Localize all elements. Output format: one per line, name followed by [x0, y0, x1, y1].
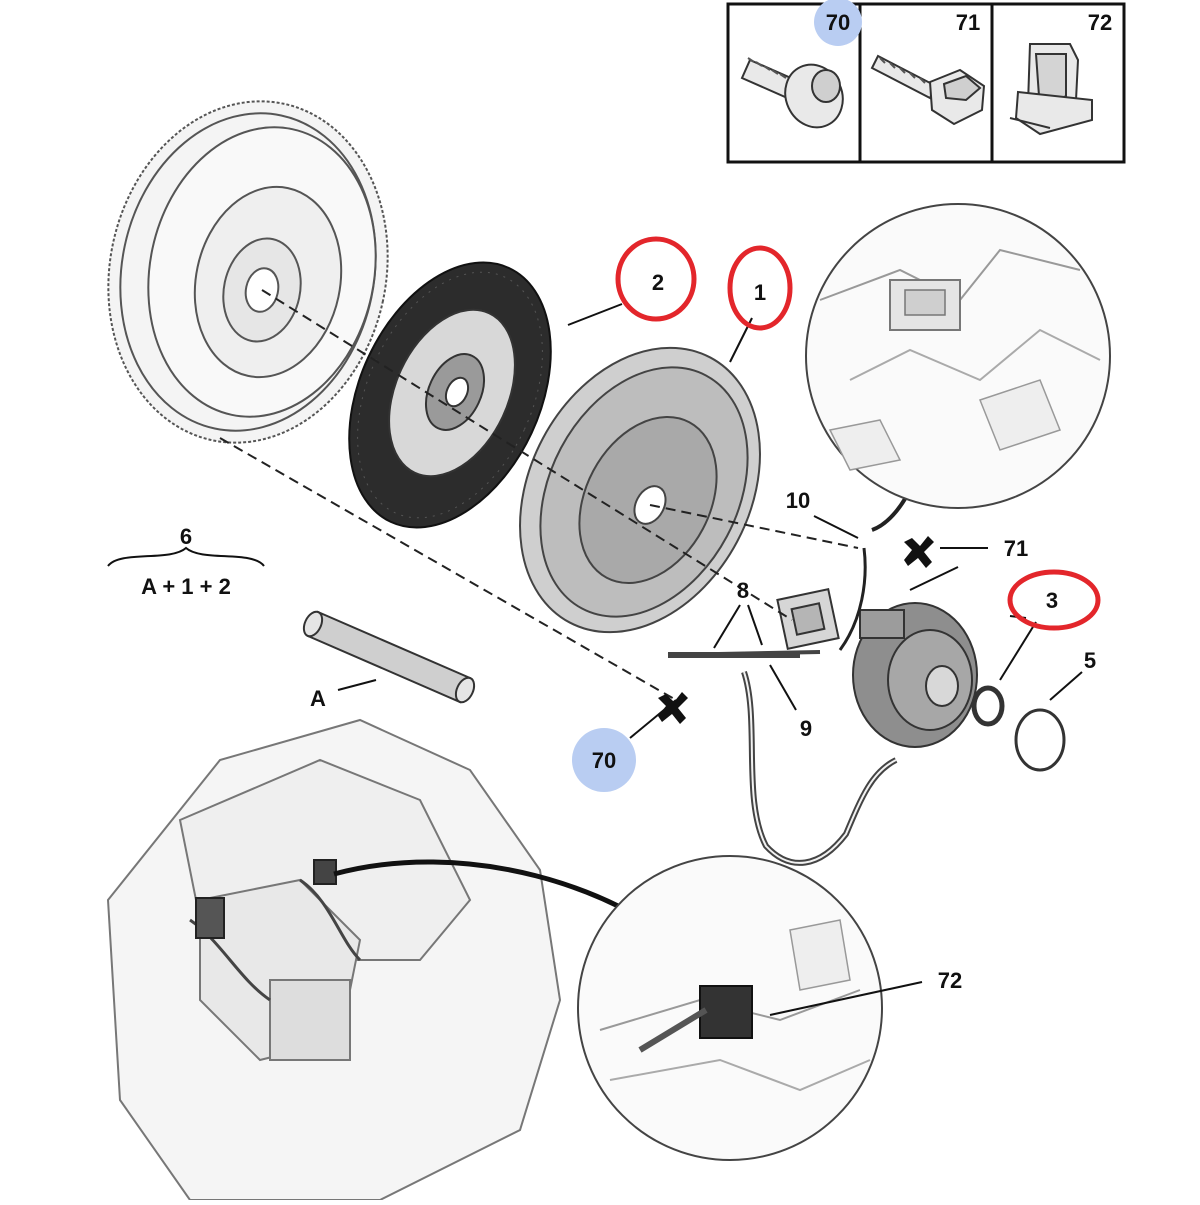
kit-number: 6 [180, 524, 192, 549]
clip-icon [1009, 43, 1093, 136]
callout-71: 71 [1004, 536, 1028, 561]
callout-1: 1 [754, 280, 766, 305]
kit-formula: 6 A + 1 + 2 [107, 524, 265, 599]
highlight-1 [727, 245, 793, 331]
flywheel [107, 100, 389, 444]
callout-8: 8 [737, 578, 749, 603]
legend-72-label: 72 [1088, 10, 1112, 35]
torx-bolt-icon [740, 57, 844, 129]
clutch-disc [348, 261, 552, 529]
detail-circle-bottom [577, 855, 883, 1161]
highlight-3 [1007, 569, 1101, 631]
input-shaft [302, 610, 476, 704]
clip-72-detail [699, 985, 753, 1039]
detail-circle-top [805, 203, 1111, 509]
callout-72: 72 [938, 968, 962, 993]
callout-A: A [310, 686, 326, 711]
legend-71-label: 71 [956, 10, 980, 35]
kit-formula-text: A + 1 + 2 [141, 574, 231, 599]
parts-legend-box: 70 71 72 [726, 0, 1126, 164]
callout-70-badge [572, 728, 636, 792]
slave-cylinder [852, 602, 978, 748]
mount-marker-70 [658, 692, 688, 724]
o-ring [1014, 708, 1066, 772]
sensor-wire [838, 547, 867, 651]
mount-marker-71 [904, 536, 934, 568]
gearbox [106, 718, 562, 1201]
mount-markers [658, 536, 934, 724]
dashed-leaders [219, 289, 859, 701]
callout-10: 10 [786, 488, 810, 513]
seal-ring [971, 685, 1005, 727]
highlight-circles [615, 236, 1101, 631]
callout-3: 3 [1046, 588, 1058, 613]
highlight-2 [615, 236, 697, 322]
hex-bolt-icon [870, 54, 986, 126]
kit-brace [107, 546, 265, 567]
legend-70-badge [814, 0, 862, 46]
sensor-bracket [776, 587, 840, 651]
callout-5: 5 [1084, 648, 1096, 673]
callout-9: 9 [800, 716, 812, 741]
callout-2: 2 [652, 270, 664, 295]
callout-70: 70 [592, 748, 616, 773]
legend-70-label: 70 [826, 10, 850, 35]
pressure-plate [519, 346, 761, 634]
